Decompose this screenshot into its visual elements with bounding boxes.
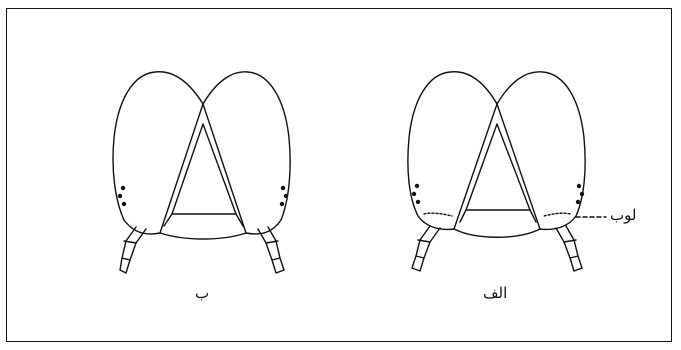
- head-left-antenna-left: [120, 227, 146, 273]
- head-left-illustration: [113, 72, 290, 273]
- head-right-eye-right: [497, 72, 585, 230]
- head-right-antenna-right: [556, 226, 582, 271]
- head-right-antenna-left: [412, 226, 440, 271]
- head-left-clypeus: [160, 233, 246, 239]
- caption-panel-b: ب: [195, 284, 209, 302]
- caption-panel-alef: الف: [483, 284, 507, 302]
- head-left-clypeus-top: [164, 214, 243, 226]
- head-left-eye-left: [113, 72, 203, 234]
- head-left-eye-right: [203, 72, 290, 234]
- head-right-clypeus: [454, 229, 540, 237]
- head-right-illustration: [408, 72, 585, 271]
- head-right-clypeus-top: [460, 210, 536, 222]
- head-right-eye-left: [408, 72, 497, 230]
- head-right-lobe-left: [424, 213, 452, 216]
- lobe-callout-label: لوب: [610, 206, 636, 224]
- head-right-lobe-right: [544, 213, 570, 216]
- head-right-ocelli: [412, 184, 584, 204]
- head-left-ocelli: [118, 186, 288, 206]
